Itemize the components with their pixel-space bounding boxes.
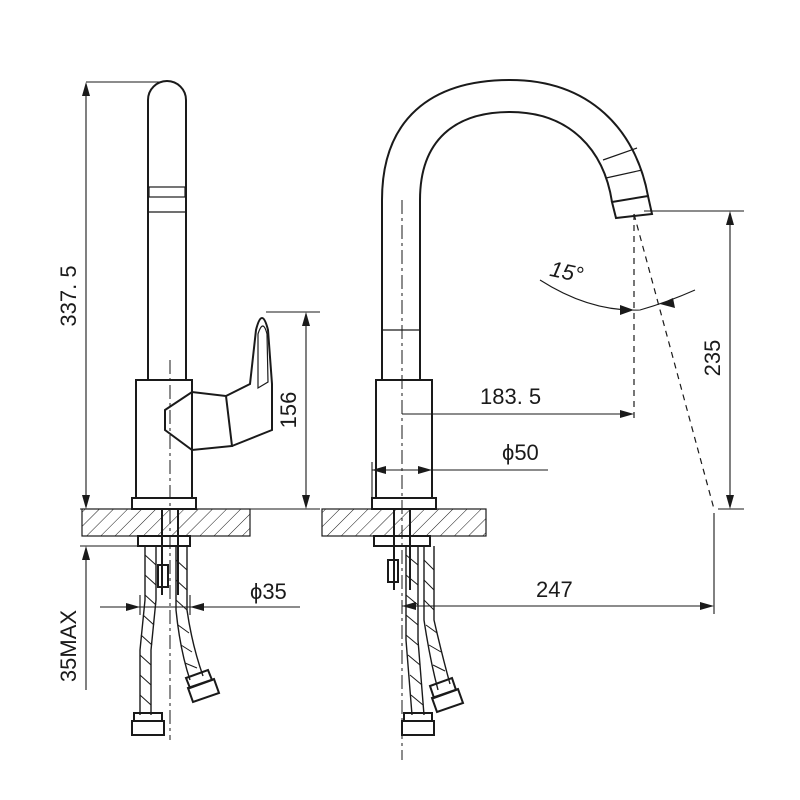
countertop-left xyxy=(81,508,251,537)
hose-nut-left-a xyxy=(133,712,163,722)
faucet-body-right xyxy=(375,379,433,499)
gooseneck-spout xyxy=(381,78,649,380)
hose-left-b xyxy=(175,546,191,681)
dim-spout-angle: 15° xyxy=(539,256,696,315)
base-flange-left xyxy=(131,497,197,510)
hose-nut-right-a xyxy=(403,712,433,722)
label-spout-angle: 15° xyxy=(548,256,586,287)
dim-total-height: 337. 5 xyxy=(56,81,160,510)
countertop-right xyxy=(321,508,487,537)
hose-left-a xyxy=(139,546,146,715)
water-stream xyxy=(633,213,715,510)
aerator-band-left xyxy=(148,186,186,198)
dim-spout-height: 235 xyxy=(644,210,744,510)
dim-max-thickness: 35MAX xyxy=(56,545,138,690)
label-spout-reach: 183. 5 xyxy=(480,384,541,409)
label-base-dia-left: ϕ35 xyxy=(250,579,287,604)
dim-total-reach: 247 xyxy=(402,513,715,614)
side-view: 337. 5 156 35MAX ϕ35 xyxy=(56,80,320,740)
front-view: 15° 183. 5 ϕ50 235 xyxy=(321,78,744,760)
mounting-nut-left xyxy=(137,535,191,547)
label-spout-height: 235 xyxy=(700,340,725,377)
dim-base-dia-left: ϕ35 xyxy=(100,579,300,615)
label-base-dia-right: ϕ50 xyxy=(502,440,539,465)
label-total-reach: 247 xyxy=(536,577,573,602)
spout-aerator xyxy=(610,194,654,220)
dim-spout-reach: 183. 5 xyxy=(402,384,634,418)
label-lever-height: 156 xyxy=(276,392,301,429)
hose-weave-left xyxy=(139,554,198,706)
hose-right-a xyxy=(405,546,413,716)
label-total-height: 337. 5 xyxy=(56,265,81,326)
hose-weave-right xyxy=(405,554,446,706)
mounting-nut-right xyxy=(373,535,431,547)
base-flange-right xyxy=(371,497,437,510)
dim-lever-height: 156 xyxy=(200,311,320,510)
lever-handle-left xyxy=(164,390,234,452)
label-max-thickness: 35MAX xyxy=(56,610,81,682)
dim-base-dia-right: ϕ50 xyxy=(371,440,548,498)
spout-column-left xyxy=(147,80,187,380)
